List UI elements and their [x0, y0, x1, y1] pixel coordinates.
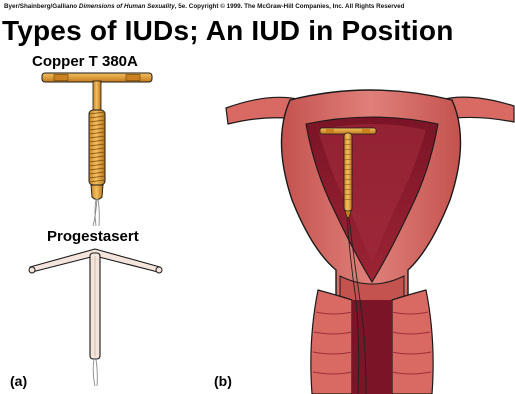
copper-t-stem: [93, 81, 101, 111]
copper-sleeve-right: [126, 75, 140, 81]
copper-t-tip: [91, 185, 103, 200]
progestasert-strings: [93, 359, 97, 386]
vaginal-wall-left: [311, 290, 352, 394]
progestasert-arm-tip-right: [156, 267, 162, 273]
copper-sleeve-left: [54, 75, 68, 81]
progestasert-arm-tip-left: [29, 267, 35, 273]
progestasert-iud: [29, 249, 162, 386]
uterus-cross-section: [226, 90, 514, 394]
copper-t-iud: [42, 73, 152, 226]
copper-t-strings: [93, 199, 99, 226]
vaginal-wall-right: [392, 290, 433, 394]
